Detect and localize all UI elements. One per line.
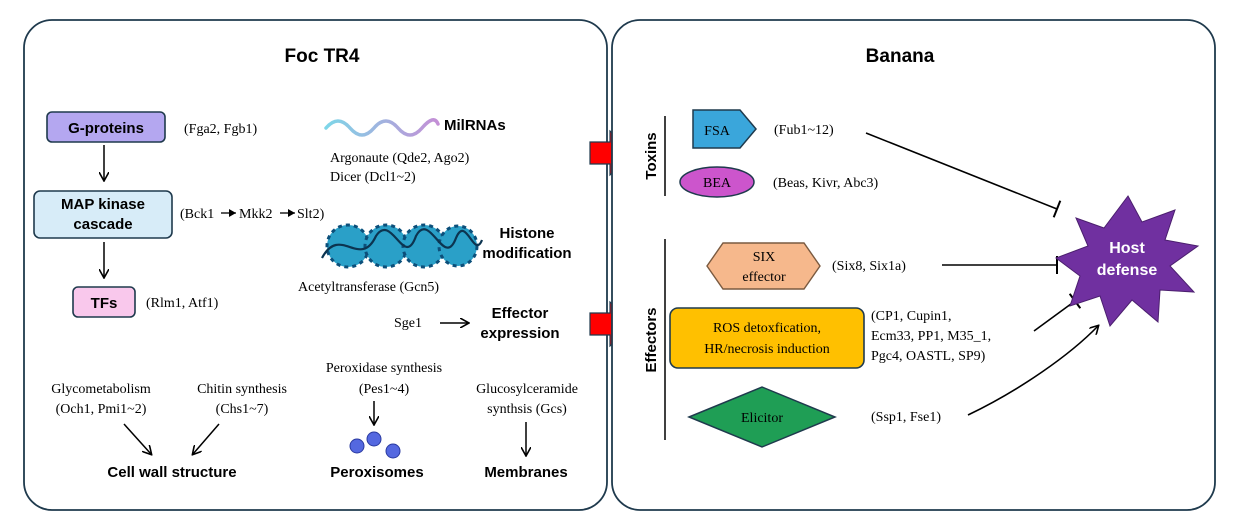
peroxidase-line2: (Pes1~4) <box>359 382 410 397</box>
g-proteins-genes: (Fga2, Fgb1) <box>184 122 257 137</box>
fsa-pentagon <box>692 109 757 149</box>
map-kinase-gene-bck1: (Bck1 <box>180 207 214 222</box>
histone-title-line2: modification <box>482 245 571 262</box>
map-kinase-box <box>33 190 173 239</box>
peroxisome-icon <box>349 431 401 459</box>
glycometabolism-line2: (Och1, Pmi1~2) <box>56 402 147 417</box>
histone-title-line1: Histone <box>499 225 554 242</box>
effector-expression-line1: Effector <box>492 305 549 322</box>
milrnas-title: MilRNAs <box>444 117 506 134</box>
nucleosome-icon <box>321 223 484 269</box>
map-kinase-gene-slt2: Slt2) <box>297 207 325 222</box>
fsa-genes: (Fub1~12) <box>774 123 834 138</box>
elicitor-label: Elicitor <box>741 411 783 426</box>
foc-panel <box>23 19 608 511</box>
milrnas-dicer: Dicer (Dcl1~2) <box>330 170 416 185</box>
ros-inhibition <box>1033 293 1082 332</box>
fsa-inhibition <box>865 132 1062 218</box>
host-defense-line1: Host <box>1109 240 1145 257</box>
six-label-line1: SIX <box>753 250 776 265</box>
glycometabolism-line1: Glycometabolism <box>51 382 151 397</box>
ros-line2: HR/necrosis induction <box>704 342 830 357</box>
toxins-side-label: Toxins <box>643 132 660 179</box>
map-kinase-gene-mkk2: Mkk2 <box>239 207 272 222</box>
six-hexagon <box>706 242 821 290</box>
banana-panel-title: Banana <box>866 46 935 67</box>
ros-line1: ROS detoxfication, <box>713 321 821 336</box>
bea-ellipse <box>679 166 755 198</box>
elicitor-activation-arrow <box>967 326 1098 416</box>
glucosyl-line1: Glucosylceramide <box>476 382 578 397</box>
ros-box <box>669 307 865 369</box>
effector-expression-line2: expression <box>480 325 559 342</box>
ros-genes-line3: Pgc4, OASTL, SP9) <box>871 349 986 364</box>
tfs-label: TFs <box>91 295 118 312</box>
foc-panel-title: Foc TR4 <box>285 46 360 67</box>
fsa-label: FSA <box>704 124 731 139</box>
chitin-line1: Chitin synthesis <box>197 382 287 397</box>
map-kinase-label-line2: cascade <box>73 216 132 233</box>
sge1-gene: Sge1 <box>394 316 422 331</box>
six-genes: (Six8, Six1a) <box>832 259 906 274</box>
glucosyl-line2: synthsis (Gcs) <box>487 402 567 417</box>
glyco-to-cellwall-arrow <box>123 423 151 454</box>
map-kinase-label-line1: MAP kinase <box>61 196 145 213</box>
peroxisomes-label: Peroxisomes <box>330 464 423 481</box>
bea-label: BEA <box>703 176 732 191</box>
milrna-wave-icon <box>324 118 440 137</box>
g-proteins-box <box>46 111 166 143</box>
g-proteins-label: G-proteins <box>68 120 144 137</box>
elicitor-diamond <box>687 386 837 448</box>
bea-genes: (Beas, Kivr, Abc3) <box>773 176 879 191</box>
host-defense-starburst <box>1054 195 1200 328</box>
host-defense-line2: defense <box>1097 262 1158 279</box>
chitin-line2: (Chs1~7) <box>216 402 269 417</box>
cell-wall-structure: Cell wall structure <box>107 464 236 481</box>
milrnas-argonaute: Argonaute (Qde2, Ago2) <box>330 151 470 166</box>
ros-genes-line1: (CP1, Cupin1, <box>871 309 952 324</box>
peroxidase-line1: Peroxidase synthesis <box>326 361 442 376</box>
histone-enzyme: Acetyltransferase (Gcn5) <box>298 280 439 295</box>
tfs-genes: (Rlm1, Atf1) <box>146 296 219 311</box>
ros-genes-line2: Ecm33, PP1, M35_1, <box>871 329 991 344</box>
membranes-label: Membranes <box>484 464 567 481</box>
six-label-line2: effector <box>742 270 786 285</box>
elicitor-genes: (Ssp1, Fse1) <box>871 410 941 425</box>
tfs-box <box>72 286 136 318</box>
effectors-side-label: Effectors <box>643 307 660 372</box>
chitin-to-cellwall-arrow <box>193 423 220 454</box>
